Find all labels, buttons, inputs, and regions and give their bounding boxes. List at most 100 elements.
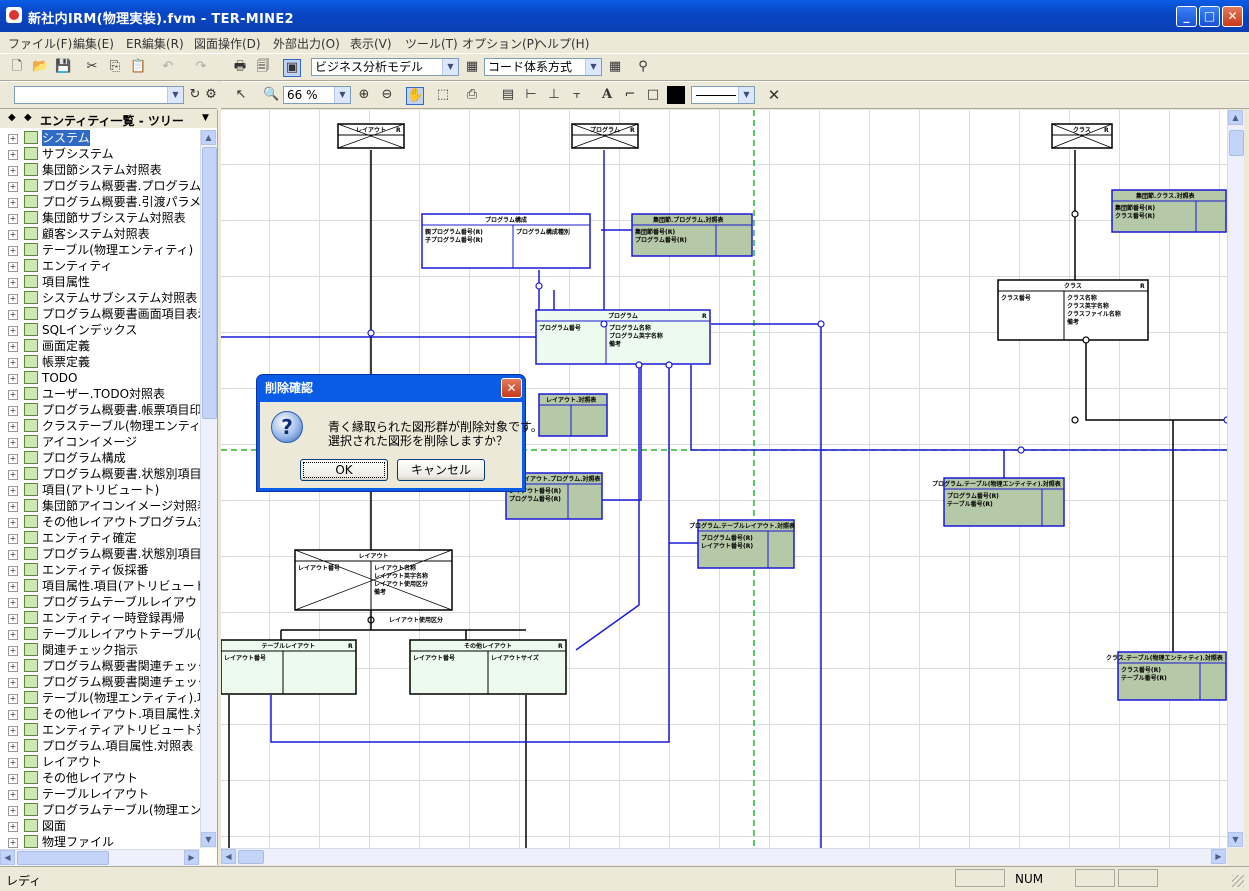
menu-help[interactable]: ヘルプ(H): [535, 37, 590, 51]
expand-plus-icon[interactable]: +: [8, 262, 18, 272]
pointer-icon[interactable]: ↖: [235, 87, 247, 102]
cancel-button[interactable]: キャンセル: [397, 459, 485, 481]
canvas-horizontal-scrollbar[interactable]: ◀ ▶: [221, 848, 1227, 865]
entity-tool-icon[interactable]: ▤: [501, 87, 515, 102]
expand-plus-icon[interactable]: +: [8, 678, 18, 688]
zoom-icon[interactable]: 🔍: [263, 87, 280, 102]
close-button[interactable]: ✕: [1222, 6, 1243, 27]
hand-pan-icon[interactable]: ✋: [406, 87, 424, 105]
minimize-button[interactable]: _: [1176, 6, 1197, 27]
expand-plus-icon[interactable]: +: [8, 710, 18, 720]
undo-icon[interactable]: ↶: [162, 59, 174, 74]
system-select[interactable]: コード体系方式 ▼: [484, 58, 602, 76]
save-icon[interactable]: 💾: [55, 59, 72, 74]
expand-plus-icon[interactable]: +: [8, 470, 18, 480]
expand-plus-icon[interactable]: +: [8, 294, 18, 304]
canvas-vscroll-thumb[interactable]: [1229, 130, 1244, 156]
model-select[interactable]: ビジネス分析モデル ▼: [311, 58, 459, 76]
canvas-vertical-scrollbar[interactable]: ▲ ▼: [1227, 110, 1244, 848]
open-folder-icon[interactable]: 📂: [32, 59, 49, 74]
expand-plus-icon[interactable]: +: [8, 342, 18, 352]
scroll-left-icon[interactable]: ◀: [221, 849, 236, 864]
expand-plus-icon[interactable]: +: [8, 822, 18, 832]
expand-plus-icon[interactable]: +: [8, 486, 18, 496]
expand-plus-icon[interactable]: +: [8, 134, 18, 144]
line-style-select[interactable]: ▼: [691, 86, 755, 104]
entity-search-combo[interactable]: ▼: [14, 86, 184, 104]
grid-settings-icon[interactable]: ▦: [608, 59, 622, 74]
expand-plus-icon[interactable]: +: [8, 614, 18, 624]
copy-icon[interactable]: ⎘: [109, 59, 121, 74]
dialog-close-button[interactable]: ✕: [501, 378, 522, 398]
scroll-right-icon[interactable]: ▶: [1211, 849, 1226, 864]
canvas-hscroll-thumb[interactable]: [238, 850, 264, 864]
refresh-icon[interactable]: ↻: [189, 87, 201, 102]
expand-plus-icon[interactable]: +: [8, 150, 18, 160]
maximize-button[interactable]: □: [1199, 6, 1220, 27]
chevron-down-icon[interactable]: ▼: [202, 113, 209, 123]
expand-plus-icon[interactable]: +: [8, 166, 18, 176]
filter-icon[interactable]: ⚙: [205, 87, 217, 102]
menu-er-edit[interactable]: ER編集(R): [126, 37, 184, 51]
expand-plus-icon[interactable]: +: [8, 518, 18, 528]
find-binoculars-icon[interactable]: ⚲: [638, 59, 648, 74]
print-preview-icon[interactable]: 🗐: [256, 59, 270, 74]
expand-plus-icon[interactable]: +: [8, 758, 18, 768]
new-file-icon[interactable]: 🗋: [11, 59, 23, 74]
fit-page-icon[interactable]: ⬚: [436, 87, 450, 102]
scroll-up-icon[interactable]: ▲: [201, 130, 216, 145]
expand-plus-icon[interactable]: +: [8, 422, 18, 432]
zoom-select[interactable]: 66 % ▼: [283, 86, 351, 104]
menu-diagram[interactable]: 図面操作(D): [194, 37, 261, 51]
expand-plus-icon[interactable]: +: [8, 774, 18, 784]
expand-plus-icon[interactable]: +: [8, 550, 18, 560]
expand-plus-icon[interactable]: +: [8, 246, 18, 256]
expand-plus-icon[interactable]: +: [8, 454, 18, 464]
menu-options[interactable]: オプション(P): [462, 37, 539, 51]
expand-plus-icon[interactable]: +: [8, 198, 18, 208]
expand-plus-icon[interactable]: +: [8, 326, 18, 336]
rect-tool-icon[interactable]: □: [646, 87, 660, 102]
ok-button[interactable]: OK: [300, 459, 388, 481]
nav-back-icon[interactable]: ◆: [8, 112, 16, 123]
model-view-icon[interactable]: ▣: [283, 59, 301, 77]
scroll-up-icon[interactable]: ▲: [1228, 110, 1243, 125]
menu-file[interactable]: ファイル(F): [8, 37, 73, 51]
expand-plus-icon[interactable]: +: [8, 694, 18, 704]
expand-plus-icon[interactable]: +: [8, 582, 18, 592]
expand-plus-icon[interactable]: +: [8, 182, 18, 192]
menu-export[interactable]: 外部出力(O): [273, 37, 340, 51]
tree-scroll-thumb[interactable]: [202, 147, 217, 419]
expand-plus-icon[interactable]: +: [8, 374, 18, 384]
expand-plus-icon[interactable]: +: [8, 438, 18, 448]
delete-x-icon[interactable]: ✕: [767, 86, 781, 104]
cut-icon[interactable]: ✂: [86, 59, 98, 74]
zoom-in-icon[interactable]: ⊕: [358, 87, 370, 102]
resize-grip-icon[interactable]: [1232, 875, 1244, 887]
relation-tool-icon[interactable]: ⊢: [525, 87, 537, 102]
nav-forward-icon[interactable]: ◆: [24, 112, 32, 123]
connector-tool-icon[interactable]: ⫟: [573, 87, 581, 102]
tree-vertical-scrollbar[interactable]: ▲ ▼: [200, 130, 217, 848]
paste-icon[interactable]: 📋: [130, 59, 147, 74]
menu-edit[interactable]: 編集(E): [73, 37, 114, 51]
expand-plus-icon[interactable]: +: [8, 502, 18, 512]
scroll-right-icon[interactable]: ▶: [184, 850, 199, 865]
fill-color-swatch[interactable]: [667, 86, 685, 104]
tree-horizontal-scrollbar[interactable]: ◀ ▶: [0, 849, 200, 866]
tree-hscroll-thumb[interactable]: [17, 851, 109, 865]
zoom-out-icon[interactable]: ⊖: [381, 87, 393, 102]
snapshot-icon[interactable]: ⎙: [466, 87, 478, 102]
expand-plus-icon[interactable]: +: [8, 358, 18, 368]
expand-plus-icon[interactable]: +: [8, 646, 18, 656]
scroll-left-icon[interactable]: ◀: [0, 850, 15, 865]
redo-icon[interactable]: ↷: [195, 59, 207, 74]
expand-plus-icon[interactable]: +: [8, 726, 18, 736]
subtype-tool-icon[interactable]: ⊥: [548, 87, 560, 102]
expand-plus-icon[interactable]: +: [8, 630, 18, 640]
menu-tools[interactable]: ツール(T): [405, 37, 458, 51]
menu-view[interactable]: 表示(V): [350, 37, 392, 51]
expand-plus-icon[interactable]: +: [8, 806, 18, 816]
expand-plus-icon[interactable]: +: [8, 310, 18, 320]
